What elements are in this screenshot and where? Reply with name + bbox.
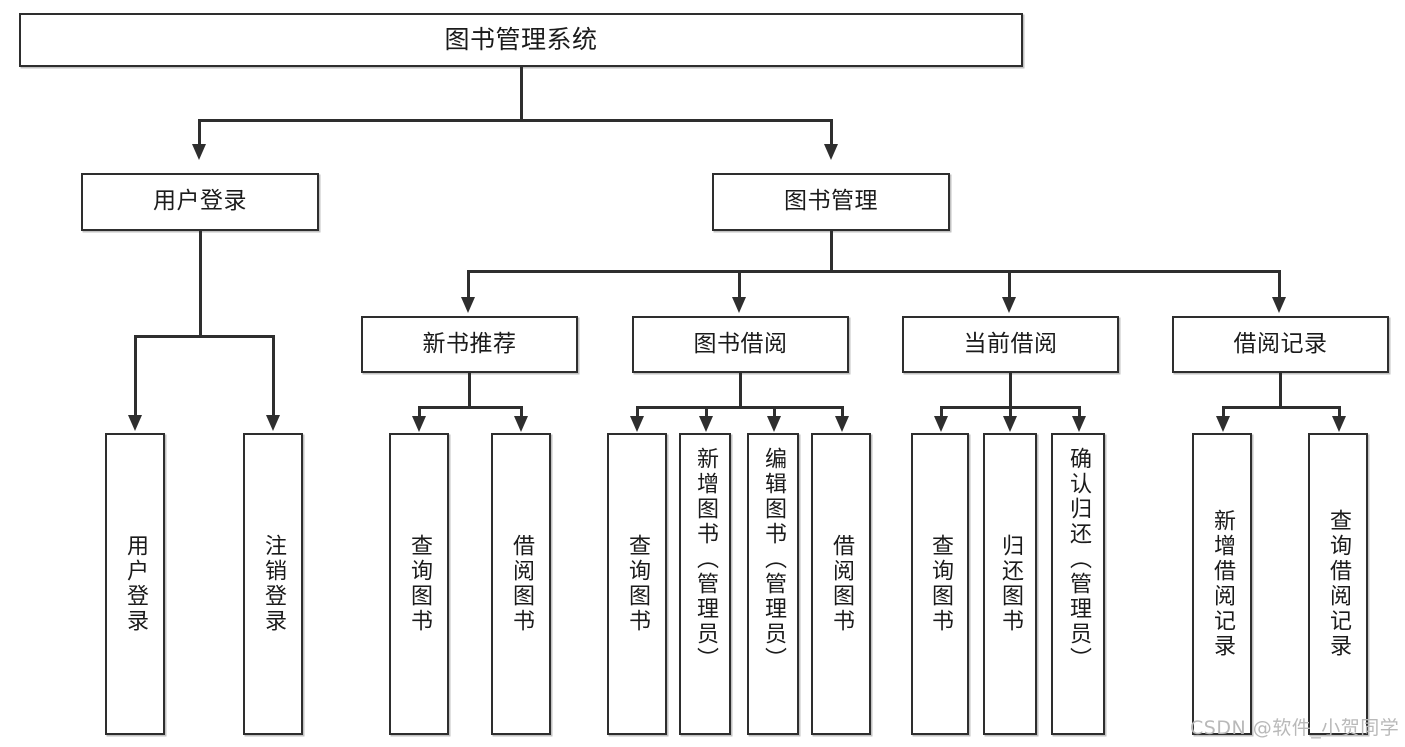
leaf-book-borrow-edit-book-admin[interactable]: 编辑图书（管理员） xyxy=(747,433,799,735)
node-book-borrow[interactable]: 图书借阅 xyxy=(632,316,849,373)
connector-bb-to-leaf-2 xyxy=(705,406,708,418)
connector-book-borrow-stem xyxy=(739,373,742,406)
node-label: 用户登录 xyxy=(153,188,247,215)
connector-book-management-stem xyxy=(830,231,833,270)
connector-bm-to-borrow-record xyxy=(1278,270,1281,299)
leaf-current-borrow-confirm-return-admin[interactable]: 确认归还（管理员） xyxy=(1051,433,1105,735)
leaf-book-borrow-query-book[interactable]: 查询图书 xyxy=(607,433,667,735)
node-label: 图书借阅 xyxy=(693,330,788,357)
node-label: 查询图书 xyxy=(928,534,953,634)
arrowhead-root-to-user-login xyxy=(192,144,206,160)
connector-borrow-record-split-bar xyxy=(1222,406,1340,409)
arrowhead-bm-to-new-book xyxy=(461,297,475,313)
connector-cb-to-leaf-1 xyxy=(940,406,943,418)
connector-bb-to-leaf-4 xyxy=(841,406,844,418)
node-label: 当前借阅 xyxy=(963,330,1058,357)
node-label: 查询图书 xyxy=(625,534,650,634)
node-root-book-management-system[interactable]: 图书管理系统 xyxy=(19,13,1023,67)
leaf-borrow-record-query-record[interactable]: 查询借阅记录 xyxy=(1308,433,1368,735)
node-label: 借阅图书 xyxy=(509,534,534,634)
leaf-book-borrow-add-book-admin[interactable]: 新增图书（管理员） xyxy=(679,433,731,735)
connector-cb-to-leaf-2 xyxy=(1009,406,1012,418)
connector-user-login-to-leaf-2 xyxy=(272,335,275,417)
arrowhead-bb-to-leaf-1 xyxy=(630,416,644,432)
leaf-book-borrow-borrow-book[interactable]: 借阅图书 xyxy=(811,433,871,735)
arrowhead-new-book-to-leaf-1 xyxy=(412,416,426,432)
connector-root-to-user-login xyxy=(198,119,201,146)
node-label: 图书管理系统 xyxy=(444,25,598,55)
arrowhead-cb-to-leaf-3 xyxy=(1072,416,1086,432)
leaf-user-login-logout[interactable]: 注销登录 xyxy=(243,433,303,735)
connector-new-book-to-leaf-1 xyxy=(418,406,421,418)
node-book-management[interactable]: 图书管理 xyxy=(712,173,950,231)
node-label: 查询借阅记录 xyxy=(1326,509,1351,659)
connector-current-borrow-stem xyxy=(1009,373,1012,406)
connector-user-login-split-bar xyxy=(134,335,274,338)
arrowhead-bm-to-current-borrow xyxy=(1002,297,1016,313)
connector-root-to-book-management xyxy=(830,119,833,146)
connector-book-management-split-bar xyxy=(467,270,1280,273)
node-borrow-record[interactable]: 借阅记录 xyxy=(1172,316,1389,373)
node-label: 编辑图书（管理员） xyxy=(761,447,786,672)
arrowhead-bm-to-borrow-record xyxy=(1272,297,1286,313)
connector-br-to-leaf-1 xyxy=(1222,406,1225,418)
node-label: 归还图书 xyxy=(998,534,1023,634)
node-label: 借阅图书 xyxy=(829,534,854,634)
leaf-current-borrow-query-book[interactable]: 查询图书 xyxy=(911,433,969,735)
arrowhead-br-to-leaf-1 xyxy=(1216,416,1230,432)
arrowhead-bb-to-leaf-2 xyxy=(699,416,713,432)
connector-new-book-to-leaf-2 xyxy=(520,406,523,418)
node-label: 注销登录 xyxy=(261,534,286,634)
connector-new-book-stem xyxy=(468,373,471,406)
node-label: 借阅记录 xyxy=(1233,330,1328,357)
watermark-text: CSDN @软件_小贺同学 xyxy=(1190,717,1400,739)
arrowhead-bm-to-book-borrow xyxy=(732,297,746,313)
connector-bm-to-new-book xyxy=(467,270,470,299)
connector-bb-to-leaf-1 xyxy=(636,406,639,418)
arrowhead-cb-to-leaf-2 xyxy=(1003,416,1017,432)
connector-br-to-leaf-2 xyxy=(1338,406,1341,418)
node-current-borrow[interactable]: 当前借阅 xyxy=(902,316,1119,373)
connector-user-login-stem xyxy=(199,231,202,335)
arrowhead-user-login-to-leaf-1 xyxy=(128,415,142,431)
node-label: 新增借阅记录 xyxy=(1210,509,1235,659)
connector-bm-to-current-borrow xyxy=(1008,270,1011,299)
arrowhead-bb-to-leaf-3 xyxy=(767,416,781,432)
node-label: 查询图书 xyxy=(407,534,432,634)
connector-new-book-split-bar xyxy=(418,406,522,409)
node-new-book-recommend[interactable]: 新书推荐 xyxy=(361,316,578,373)
connector-root-stem xyxy=(520,67,523,119)
connector-cb-to-leaf-3 xyxy=(1078,406,1081,418)
leaf-new-book-query-book[interactable]: 查询图书 xyxy=(389,433,449,735)
arrowhead-br-to-leaf-2 xyxy=(1332,416,1346,432)
node-label: 新书推荐 xyxy=(422,330,517,357)
arrowhead-bb-to-leaf-4 xyxy=(835,416,849,432)
connector-borrow-record-stem xyxy=(1279,373,1282,406)
node-label: 用户登录 xyxy=(123,534,148,634)
connector-bm-to-book-borrow xyxy=(738,270,741,299)
connector-book-borrow-split-bar xyxy=(636,406,843,409)
node-label: 确认归还（管理员） xyxy=(1066,447,1091,672)
node-label: 新增图书（管理员） xyxy=(693,447,718,672)
connector-user-login-to-leaf-1 xyxy=(134,335,137,417)
node-label: 图书管理 xyxy=(784,188,878,215)
node-user-login[interactable]: 用户登录 xyxy=(81,173,319,231)
arrowhead-root-to-book-management xyxy=(824,144,838,160)
leaf-borrow-record-add-record[interactable]: 新增借阅记录 xyxy=(1192,433,1252,735)
leaf-new-book-borrow-book[interactable]: 借阅图书 xyxy=(491,433,551,735)
leaf-user-login-login[interactable]: 用户登录 xyxy=(105,433,165,735)
leaf-current-borrow-return-book[interactable]: 归还图书 xyxy=(983,433,1037,735)
connector-root-split-bar xyxy=(198,119,832,122)
connector-bb-to-leaf-3 xyxy=(773,406,776,418)
arrowhead-new-book-to-leaf-2 xyxy=(514,416,528,432)
arrowhead-user-login-to-leaf-2 xyxy=(266,415,280,431)
arrowhead-cb-to-leaf-1 xyxy=(934,416,948,432)
